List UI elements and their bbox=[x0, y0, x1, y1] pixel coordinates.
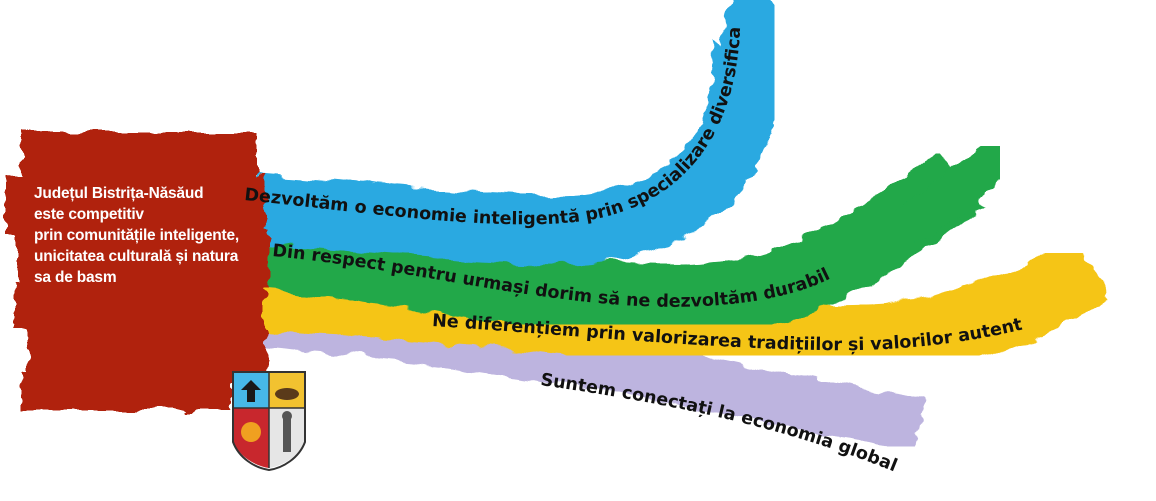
ribbon-dezvoltare-durabila-tip bbox=[880, 140, 1015, 250]
vision-line: sa de basm bbox=[34, 269, 117, 286]
vision-line: unicitatea culturală și natura bbox=[34, 248, 239, 265]
vision-line: prin comunitățile inteligente, bbox=[34, 227, 239, 244]
vision-line: este competitiv bbox=[34, 206, 144, 223]
vision-line: Județul Bistrița-Năsăud bbox=[34, 185, 204, 202]
county-coat-of-arms-icon bbox=[232, 371, 306, 472]
vision-statement: Județul Bistrița-Năsăud este competitiv … bbox=[34, 183, 274, 288]
ribbon-economie-inteligenta bbox=[228, 0, 784, 265]
ribbon-dezvoltare-durabila bbox=[232, 149, 983, 337]
vision-block bbox=[6, 132, 270, 410]
